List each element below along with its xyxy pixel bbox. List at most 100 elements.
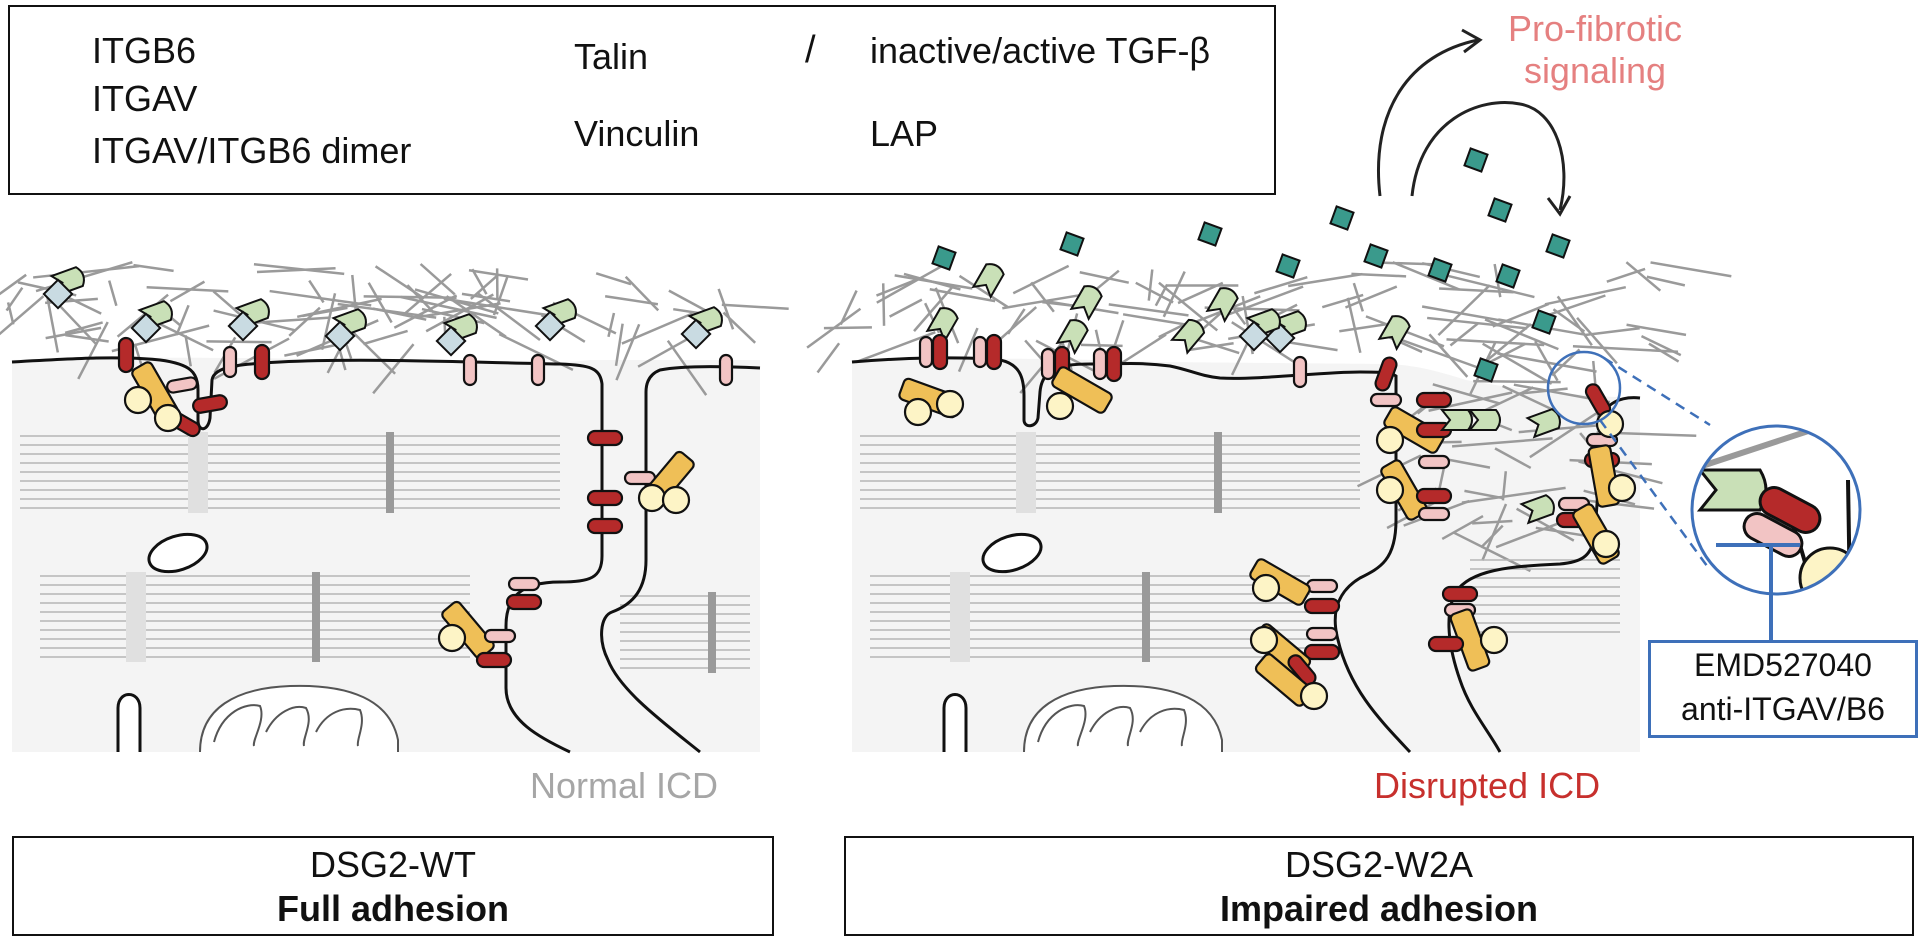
right-status-label: Disrupted ICD (1374, 765, 1601, 806)
tgf-beta-inactive (534, 310, 566, 342)
ecm-fiber (1529, 412, 1597, 459)
ecm-fiber (133, 263, 174, 273)
ecm-fiber (1494, 447, 1532, 470)
ecm-fiber (1427, 316, 1528, 330)
inhibitor-box: EMD527040 anti-ITGAV/B6 (1648, 640, 1918, 738)
ecm-fiber (253, 263, 345, 276)
ecm-fiber (1432, 383, 1501, 405)
lap (1525, 408, 1561, 439)
ecm-fiber (1502, 384, 1557, 413)
vinculin (903, 397, 933, 427)
itgav (1292, 355, 1308, 389)
ecm-fiber (320, 293, 337, 351)
itgb6 (1441, 585, 1479, 603)
ecm-fiber (1351, 272, 1407, 278)
tgf-beta-active (1545, 233, 1571, 259)
ecm-fiber (1231, 321, 1304, 369)
vinculin (1045, 391, 1075, 421)
itgav (918, 335, 934, 369)
lap (1205, 287, 1239, 324)
right-cell-background (852, 358, 1640, 752)
ecm-fiber (894, 274, 973, 290)
ecm-fiber (1030, 281, 1055, 313)
lap (925, 307, 959, 344)
ecm-fiber (722, 311, 757, 344)
ecm-fiber (367, 282, 393, 324)
right-vesicle (981, 532, 1043, 574)
ecm-fiber (668, 289, 711, 314)
zoom-circle (1690, 424, 1862, 596)
talin (1383, 406, 1445, 454)
ecm-fiber (146, 285, 229, 293)
ecm-fiber (1572, 344, 1679, 353)
ecm-fiber (1421, 305, 1513, 324)
vinculin (1479, 625, 1509, 655)
arrowhead-up (1461, 28, 1483, 54)
ecm-fiber (175, 304, 190, 336)
itgb6 (117, 336, 135, 374)
ecm-fiber (1556, 295, 1593, 347)
z-disc (708, 592, 716, 673)
myofibrils-left (20, 432, 750, 673)
itgb6 (253, 343, 271, 381)
ecm-fiber (372, 343, 415, 395)
vinculin (935, 389, 965, 419)
right-panel (806, 28, 1862, 754)
lap (1169, 318, 1206, 355)
tgf-beta-active (1059, 231, 1085, 257)
ecm-fiber (1079, 271, 1130, 284)
itgav (1040, 347, 1056, 381)
ecm-fiber (889, 298, 923, 318)
itgb6 (586, 429, 624, 447)
tgf-beta-active (1495, 263, 1521, 289)
talin (1051, 366, 1113, 414)
left-phenotype: Full adhesion (276, 888, 509, 929)
itgav (507, 576, 541, 592)
tgf-beta-active (931, 245, 957, 271)
signaling-line2: signaling (1523, 50, 1667, 91)
ecm-fiber (958, 274, 1009, 309)
ecm-fiber (206, 340, 272, 344)
ecm-fiber (401, 272, 452, 317)
ecm-fiber (400, 295, 497, 320)
myofibrils-right (860, 432, 1620, 662)
signaling-line1: Pro-fibrotic (1507, 8, 1683, 49)
lap (1467, 409, 1501, 431)
ecm-fiber (65, 333, 109, 343)
tgf-beta-active (1363, 243, 1389, 269)
right-tubule (942, 693, 968, 752)
itgb6 (586, 489, 624, 507)
ecm-fiber (1482, 342, 1553, 385)
ecm-fiber (0, 273, 27, 296)
ecm-fiber (1582, 498, 1655, 510)
z-disc (312, 572, 320, 662)
tgf-beta-active (1197, 221, 1223, 247)
itgb6 (1374, 356, 1398, 392)
tgf-beta-inactive (227, 310, 259, 342)
ecm-fiber (1446, 338, 1545, 347)
left-genotype: DSG2-WT (310, 844, 476, 885)
ecm-fiber (256, 267, 336, 274)
ecm-fiber (1398, 337, 1478, 369)
ecm-fiber (1449, 322, 1480, 347)
molecules-left (42, 266, 734, 669)
itgav (1092, 347, 1108, 381)
zoom-vinculin-icon (1798, 546, 1860, 594)
itgb6 (1427, 635, 1465, 653)
left-mitochondrion (199, 684, 399, 753)
itgav (1417, 454, 1451, 470)
itgav (1417, 506, 1451, 522)
signaling-label: Pro-fibrotic signaling (1490, 8, 1700, 92)
itgb6 (1105, 345, 1123, 383)
ecm-fiber (615, 323, 641, 381)
ecm-fiber (1441, 514, 1484, 541)
left-tubule (116, 693, 142, 752)
ecm-fiber (1439, 287, 1514, 294)
right-phenotype: Impaired adhesion (1219, 888, 1539, 929)
ecm-fiber (169, 280, 206, 303)
tgf-beta-inactive (435, 325, 467, 357)
itgb6 (505, 593, 543, 611)
ecm-fiber (468, 269, 529, 281)
ecm-fiber (107, 280, 118, 307)
